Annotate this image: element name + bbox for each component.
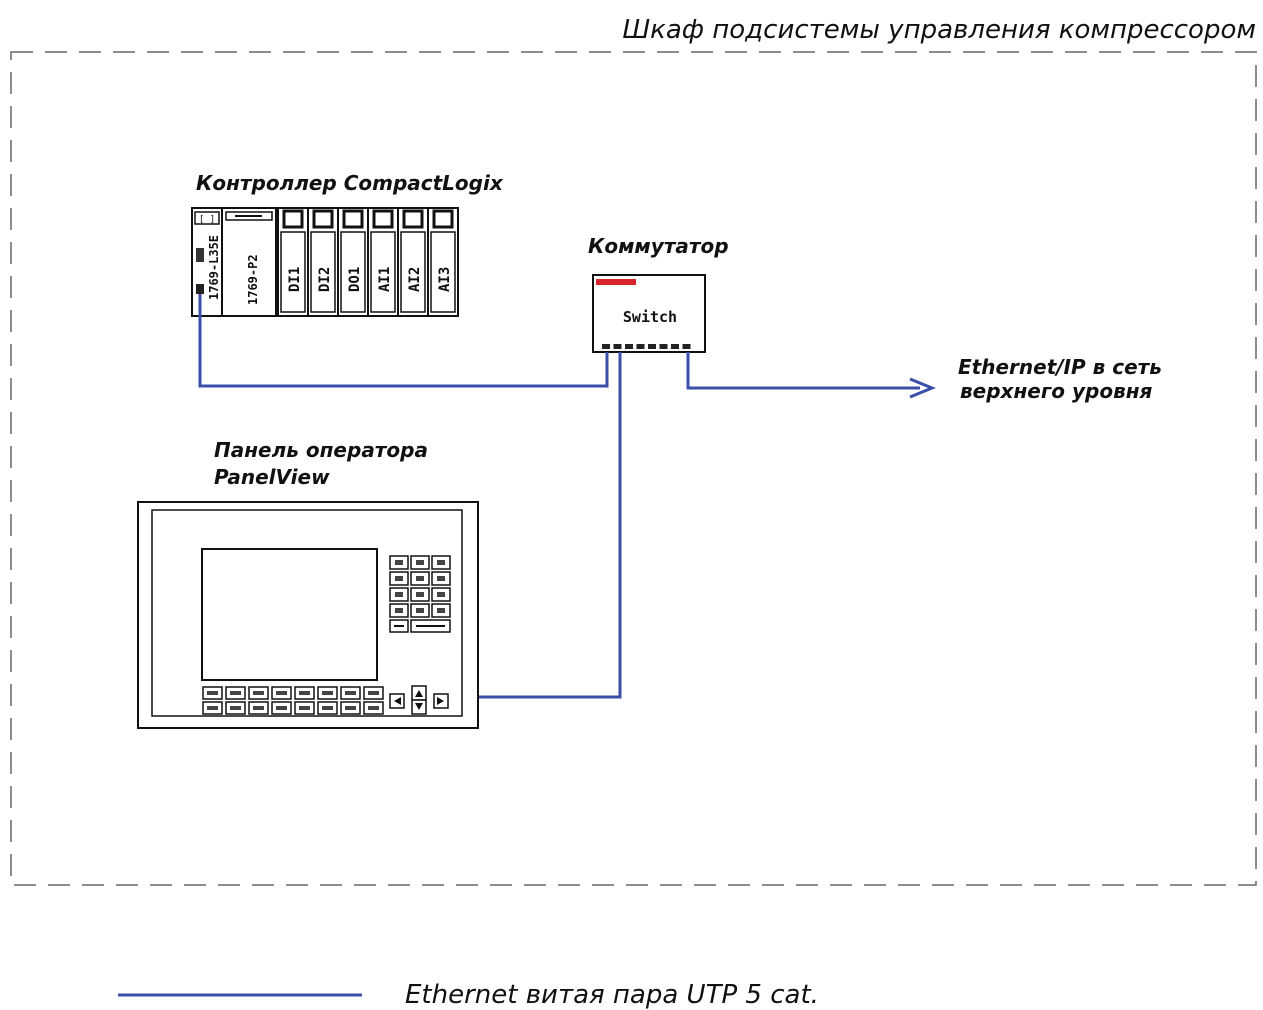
switch-port <box>613 344 622 349</box>
uplink-label-line2: верхнего уровня <box>960 379 1153 403</box>
cpu-ethernet-port <box>196 284 204 294</box>
switch-port <box>636 344 645 349</box>
io-module-ai2: AI2 <box>397 207 429 317</box>
panel-screen <box>201 548 378 681</box>
cable-switch-uplink <box>686 352 920 390</box>
switch-label: Switch <box>623 308 677 326</box>
switch-port <box>659 344 668 349</box>
switch-port <box>671 344 679 349</box>
io-module-label: AI3 <box>437 267 453 292</box>
io-module-label: AI1 <box>377 267 393 292</box>
cable-panel-switch <box>478 352 622 699</box>
operator-panel <box>137 501 479 729</box>
panel-arrow-keys <box>389 685 449 715</box>
controller-title: Контроллер CompactLogix <box>196 171 504 195</box>
panel-title-line1: Панель оператора <box>214 438 428 462</box>
io-module-label: AI2 <box>407 267 423 292</box>
io-module-label: DI2 <box>317 267 333 292</box>
switch-port <box>682 344 691 349</box>
panel-title-line2: PanelView <box>214 465 330 489</box>
io-module-ai3: AI3 <box>427 207 459 317</box>
io-module-di2: DI2 <box>307 207 339 317</box>
cable-controller-switch <box>198 294 609 388</box>
network-switch: Switch <box>592 274 706 353</box>
switch-port <box>625 344 633 349</box>
switch-port <box>648 344 656 349</box>
svg-text:[ ]: [ ] <box>199 215 215 225</box>
io-module-label: DI1 <box>287 267 303 292</box>
panel-keypad <box>389 555 451 633</box>
cabinet-boundary <box>10 51 1257 886</box>
uplink-arrowhead <box>909 377 936 399</box>
io-module-ai1: AI1 <box>367 207 399 317</box>
power-label: 1769-P2 <box>246 254 260 305</box>
switch-port <box>602 344 610 349</box>
switch-indicator <box>596 279 636 285</box>
io-module-label: DO1 <box>347 267 363 292</box>
panel-function-keys <box>202 686 384 715</box>
controller-rack: [ ] 1769-L35E 1769-P2 DI1 DI2 DO1 AI1 AI2 AI3 <box>191 207 459 317</box>
switch-title: Коммутатор <box>588 234 729 258</box>
legend-label: Ethernet витая пара UTP 5 cat. <box>405 980 819 1010</box>
io-module-do1: DO1 <box>337 207 369 317</box>
io-module-di1: DI1 <box>277 207 309 317</box>
uplink-label-line1: Ethernet/IP в сеть <box>958 355 1162 379</box>
cpu-label: 1769-L35E <box>207 235 221 300</box>
cabinet-title: Шкаф подсистемы управления компрессором <box>622 15 1256 45</box>
